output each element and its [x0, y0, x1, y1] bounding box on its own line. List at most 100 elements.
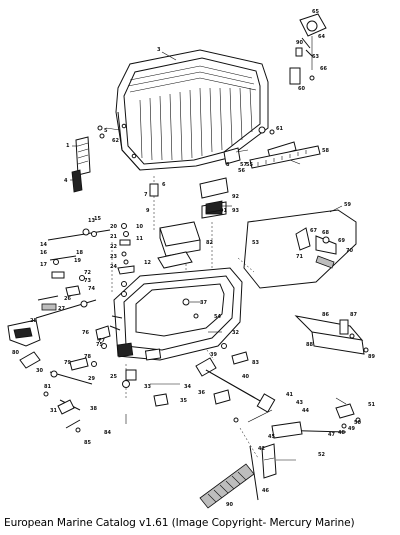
callout-55: 55 — [246, 162, 253, 168]
exploded-parts-diagram: 3 1 4 62 5 6 7 8 9 57 58 59 60 61 63 65 … — [7, 9, 375, 509]
callout-31: 31 — [50, 408, 57, 414]
callout-15: 15 — [94, 216, 101, 222]
throttle-cam-parts — [122, 369, 180, 424]
callout-26: 26 — [64, 296, 71, 302]
callout-87: 87 — [350, 312, 357, 318]
callout-41: 41 — [286, 392, 293, 398]
callout-17: 17 — [40, 262, 47, 268]
callout-10: 10 — [136, 224, 143, 230]
callout-39: 39 — [210, 352, 217, 358]
lock-assembly-parts — [289, 13, 327, 85]
callout-65: 65 — [312, 9, 319, 15]
callout-leaders — [70, 51, 347, 461]
callout-56: 56 — [238, 168, 245, 174]
callout-86: 86 — [322, 312, 329, 318]
callout-92: 92 — [232, 194, 239, 200]
callout-54: 54 — [214, 314, 221, 320]
callout-30: 30 — [36, 368, 43, 374]
choke-linkage-parts — [43, 325, 111, 433]
callout-72: 72 — [84, 270, 91, 276]
callout-76: 76 — [82, 330, 89, 336]
callout-34: 34 — [184, 384, 191, 390]
callout-12: 12 — [144, 260, 151, 266]
callout-22: 22 — [110, 244, 117, 250]
callout-43: 43 — [296, 400, 303, 406]
callout-51: 51 — [368, 402, 375, 408]
callout-24: 24 — [110, 264, 117, 270]
callout-8: 8 — [226, 162, 230, 168]
callout-77: 77 — [98, 338, 105, 344]
callout-6: 6 — [162, 182, 166, 188]
callout-78: 78 — [84, 354, 91, 360]
callout-27: 27 — [58, 306, 65, 312]
callout-89: 89 — [368, 354, 375, 360]
callout-42: 42 — [258, 446, 265, 452]
fastener-column — [117, 223, 135, 297]
callout-29: 29 — [88, 376, 95, 382]
bottom-cowl — [109, 267, 243, 361]
callout-79: 79 — [64, 360, 71, 366]
tiller-bracket — [294, 315, 369, 429]
callout-46: 46 — [262, 488, 269, 494]
callout-37: 37 — [200, 300, 207, 306]
callout-3: 3 — [157, 47, 161, 53]
callout-88: 88 — [306, 342, 313, 348]
callout-4: 4 — [64, 178, 68, 184]
callout-69: 69 — [338, 238, 345, 244]
callout-84: 84 — [104, 430, 111, 436]
callout-49: 49 — [348, 426, 355, 432]
callout-93: 93 — [232, 208, 239, 214]
callout-60: 60 — [298, 86, 305, 92]
callout-25: 25 — [110, 374, 117, 380]
bottom-cowl-seal — [243, 209, 357, 289]
callout-73: 73 — [84, 278, 91, 284]
callout-40: 40 — [242, 374, 249, 380]
callout-18: 18 — [76, 250, 83, 256]
mount-pads — [205, 200, 249, 423]
callout-19: 19 — [74, 258, 81, 264]
callout-35: 35 — [180, 398, 187, 404]
callout-23: 23 — [110, 254, 117, 260]
callout-62: 62 — [112, 138, 119, 144]
callout-52: 52 — [318, 452, 325, 458]
callout-28: 28 — [30, 318, 37, 324]
callout-14: 14 — [40, 242, 47, 248]
callout-53: 53 — [252, 240, 259, 246]
callout-81: 81 — [44, 384, 51, 390]
callout-80: 80 — [12, 350, 19, 356]
callout-68: 68 — [322, 230, 329, 236]
callout-32: 32 — [232, 330, 239, 336]
callout-82: 82 — [206, 240, 213, 246]
callout-13: 13 — [88, 218, 95, 224]
callout-61: 61 — [276, 126, 283, 132]
callout-38: 38 — [90, 406, 97, 412]
callout-74: 74 — [88, 286, 95, 292]
tiller-handle — [195, 357, 347, 509]
callout-67: 67 — [310, 228, 317, 234]
callout-59: 59 — [344, 202, 351, 208]
callout-7: 7 — [144, 192, 148, 198]
engine-cowl-top — [115, 49, 269, 171]
callout-5: 5 — [104, 128, 108, 134]
callout-91: 91 — [220, 208, 227, 214]
callout-33: 33 — [144, 384, 151, 390]
callout-48: 48 — [338, 430, 345, 436]
cowl-decal-strips — [71, 125, 121, 193]
callout-47: 47 — [328, 432, 335, 438]
callout-75: 75 — [96, 342, 103, 348]
callout-90-bottom: 90 — [226, 502, 233, 508]
callout-63: 63 — [312, 54, 319, 60]
callout-71: 71 — [296, 254, 303, 260]
shift-arm — [7, 299, 97, 369]
throttle-linkage — [37, 228, 111, 311]
callout-83: 83 — [252, 360, 259, 366]
callout-16: 16 — [40, 250, 47, 256]
callout-58: 58 — [322, 148, 329, 154]
callout-70: 70 — [346, 248, 353, 254]
callout-21: 21 — [110, 234, 117, 240]
callout-90-top: 90 — [296, 40, 303, 46]
callout-85: 85 — [84, 440, 91, 446]
callout-64: 64 — [318, 34, 325, 40]
callout-45: 45 — [268, 434, 275, 440]
callout-44: 44 — [302, 408, 309, 414]
